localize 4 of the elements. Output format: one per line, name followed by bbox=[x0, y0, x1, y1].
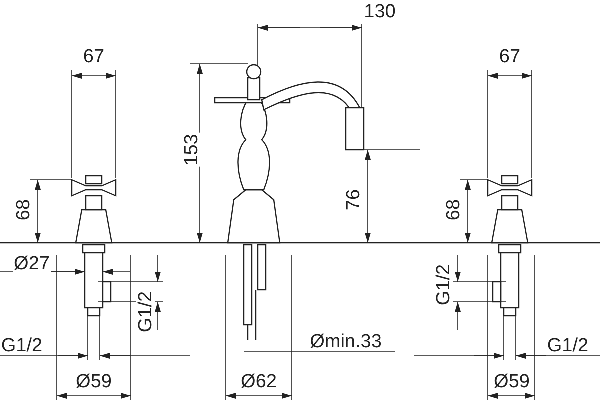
dimension-label: 153 bbox=[182, 133, 202, 167]
dimension-label: G1/2 bbox=[136, 290, 156, 334]
dimension-label: G1/2 bbox=[434, 263, 454, 307]
dimension-label: Ø27 bbox=[13, 254, 51, 274]
